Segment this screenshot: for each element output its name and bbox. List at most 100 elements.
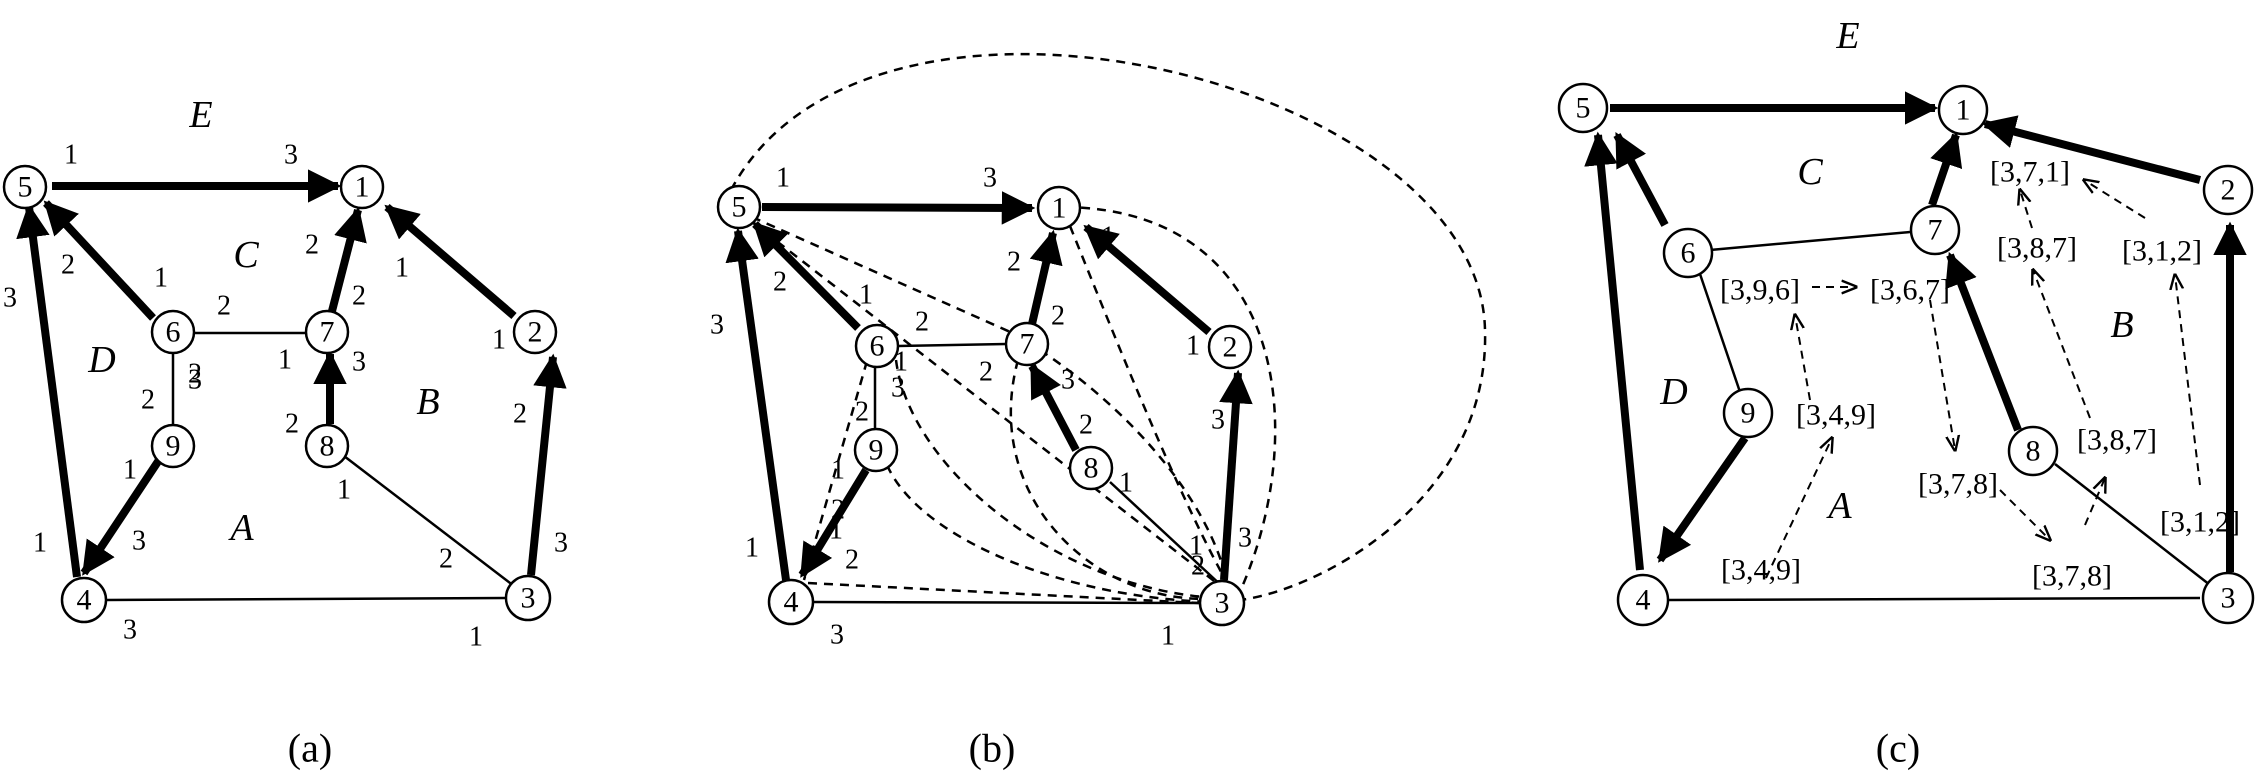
arrow-b-3-2	[1219, 369, 1253, 581]
edge-label: 1	[395, 253, 409, 284]
face-label-C: C	[233, 234, 259, 276]
node-b-2: 2	[1207, 324, 1253, 370]
svg-text:5: 5	[1576, 92, 1591, 125]
dashed-edge	[802, 360, 869, 581]
edge-label: 2	[845, 545, 859, 576]
edge-label: 3	[983, 163, 997, 194]
edge-b-4-3	[812, 600, 1203, 605]
dashed-edge	[894, 359, 1219, 600]
panel-a: 5 1 6 7 2 9 8 4 3 1 3 2 1 2 2 2 3 1 1 3 …	[2, 94, 568, 771]
triangle-annotation: [3,7,8]	[1918, 468, 1998, 501]
arrow-a-6-5	[43, 200, 156, 321]
arrow-a-3-2	[527, 353, 567, 576]
edge-label: 2	[979, 357, 993, 388]
edge-label: 2	[141, 385, 155, 416]
edge-label: 1	[469, 622, 483, 653]
face-label-C: C	[1797, 151, 1823, 193]
edge-label: 2	[217, 291, 231, 322]
node-b-7: 7	[1004, 321, 1050, 367]
svg-text:4: 4	[784, 586, 799, 619]
edge-label: 2	[285, 409, 299, 440]
edge-label: 2	[513, 399, 527, 430]
svg-text:9: 9	[869, 434, 884, 467]
dashed-edge	[807, 581, 1219, 606]
triangle-annotation: [3,1,2]	[2160, 506, 2240, 539]
edge-c-4-3	[1667, 596, 2201, 602]
edge-label: 2	[188, 359, 202, 390]
dashed-edge	[1009, 359, 1223, 601]
edge-label: 3	[352, 347, 366, 378]
edge-label: 2	[1051, 301, 1065, 332]
edge-label: 3	[891, 373, 905, 404]
edge-label: 1	[776, 163, 790, 194]
triangle-annotation: [3,4,9]	[1796, 399, 1876, 432]
node-b-1: 1	[1036, 185, 1082, 231]
edge-b-6-7	[897, 342, 1007, 348]
node-b-6: 6	[854, 323, 900, 369]
svg-text:6: 6	[1681, 237, 1696, 270]
arrow-b-7-1	[1028, 229, 1063, 325]
triangle-annotation: [3,9,6]	[1720, 274, 1800, 307]
node-a-7: 7	[304, 309, 350, 355]
triangle-annotation: [3,1,2]	[2122, 235, 2202, 268]
node-c-2: 2	[2202, 164, 2254, 216]
svg-text:9: 9	[166, 430, 181, 463]
arrow-c-8-7	[1945, 251, 2022, 432]
edge-label: 2	[305, 230, 319, 261]
svg-text:1: 1	[355, 171, 370, 204]
dashed-arrow	[2175, 275, 2201, 486]
edge-label: 1	[33, 528, 47, 559]
face-label-B: B	[416, 381, 439, 423]
face-label-E: E	[188, 94, 212, 136]
svg-text:3: 3	[1215, 587, 1230, 620]
edge-a-4-3	[105, 596, 507, 602]
svg-text:2: 2	[528, 316, 543, 349]
node-c-7: 7	[1909, 204, 1961, 256]
edge-a-8-3	[343, 455, 515, 587]
svg-text:1: 1	[1052, 192, 1067, 225]
node-c-4: 4	[1616, 573, 1670, 627]
svg-text:3: 3	[2221, 582, 2236, 615]
node-b-4: 4	[767, 578, 815, 626]
edge-label: 1	[1119, 468, 1133, 499]
node-c-5: 5	[1557, 82, 1609, 134]
face-label-B: B	[2110, 304, 2133, 346]
edge-label: 1	[894, 347, 908, 378]
edge-label: 3	[554, 528, 568, 559]
caption-c: (c)	[1876, 726, 1920, 771]
dashed-edge	[729, 52, 1487, 602]
arrow-a-4-5	[16, 203, 81, 578]
node-a-1: 1	[339, 164, 385, 210]
face-label-D: D	[87, 339, 115, 381]
dashed-edge	[1064, 205, 1277, 597]
edge-label: 3	[1211, 405, 1225, 436]
edge-label: 3	[132, 526, 146, 557]
node-a-2: 2	[512, 309, 558, 355]
svg-text:4: 4	[1636, 584, 1651, 617]
svg-text:4: 4	[77, 584, 92, 617]
edge-label: 1	[64, 140, 78, 171]
node-c-1: 1	[1937, 84, 1989, 136]
svg-text:5: 5	[732, 191, 747, 224]
edge-label: 3	[188, 365, 202, 396]
triangle-annotation: [3,6,7]	[1870, 274, 1950, 307]
edge-label: 1	[859, 280, 873, 311]
edge-c-6-9	[1698, 273, 1742, 393]
edge-label: 3	[1238, 523, 1252, 554]
edge-label: 1	[1186, 331, 1200, 362]
svg-text:3: 3	[521, 582, 536, 615]
svg-text:1: 1	[1956, 94, 1971, 127]
arrow-a-9-4	[80, 454, 165, 576]
triangle-annotation: [3,7,1]	[1990, 156, 2070, 189]
node-c-9: 9	[1722, 387, 1774, 439]
triangle-annotation: [3,8,7]	[2077, 424, 2157, 457]
edge-label: 1	[154, 263, 168, 294]
edge-label: 1	[123, 455, 137, 486]
dashed-edge	[885, 464, 1219, 604]
edge-label: 2	[1007, 247, 1021, 278]
arrow-b-5-1	[761, 191, 1036, 225]
dashed-arrow	[1765, 438, 1832, 579]
svg-text:6: 6	[870, 330, 885, 363]
edge-label: 2	[773, 267, 787, 298]
